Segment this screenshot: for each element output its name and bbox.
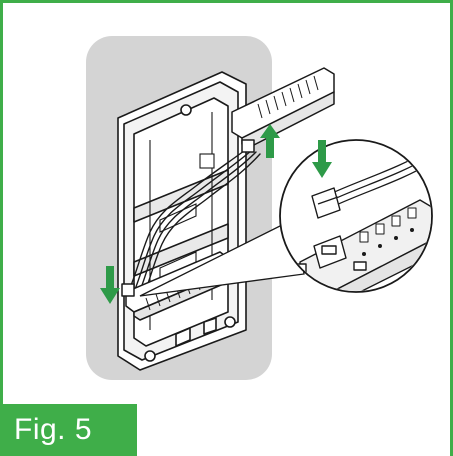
wiring-harness [129,147,261,301]
figure-label: Fig. 5 [0,404,137,456]
frame-inner-details [149,112,215,330]
arrow-down-icon [100,266,120,304]
zoom-detail-circle [279,139,433,293]
arrow-down-icon [312,140,332,178]
arrow-up-icon [260,124,280,158]
